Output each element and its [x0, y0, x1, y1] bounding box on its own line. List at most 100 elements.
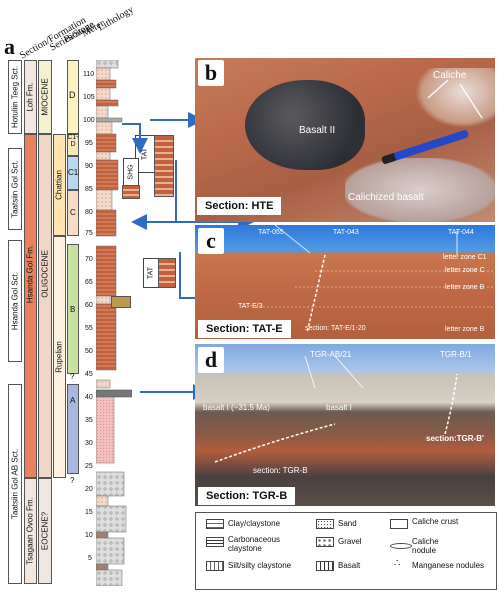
- meter-75: 75: [85, 230, 93, 237]
- biozone-qmark-1: ?: [70, 372, 75, 381]
- formation-tsagaan: [24, 478, 37, 584]
- panel-d-basalt1: basalt I: [326, 403, 352, 412]
- legend-swatch-basalt: [316, 561, 334, 571]
- meter-80: 80: [85, 209, 93, 216]
- legend-swatch-carbonaceous: [206, 537, 224, 547]
- panel-c-tat044: TAT-044: [448, 229, 474, 236]
- biozone-c1d: [67, 134, 79, 156]
- meter-45: 45: [85, 371, 93, 378]
- meter-60: 60: [85, 302, 93, 309]
- panel-c-zone-c: letter zone C: [445, 267, 485, 274]
- panel-d-section-b: section: TGR-B: [253, 466, 308, 475]
- biozone-label-c1: C1: [68, 168, 79, 177]
- panel-b-photo: [195, 58, 495, 222]
- meter-15: 15: [85, 509, 93, 516]
- meter-10: 10: [85, 532, 93, 539]
- panel-b-calichized-label: Calichized basalt: [348, 192, 424, 203]
- meter-20: 20: [85, 486, 93, 493]
- meter-105: 105: [83, 94, 95, 101]
- series-miocene: [38, 60, 52, 134]
- biozone-b: [67, 244, 79, 374]
- panel-c-letter: c: [198, 228, 224, 254]
- section-col-1: [8, 60, 22, 134]
- panel-d-photo: [195, 344, 495, 506]
- legend-swatch-manganese: ∴: [394, 558, 401, 569]
- panel-b-letter: b: [198, 60, 224, 86]
- legend-swatch-caliche-crust: [390, 519, 408, 529]
- panel-d-letter: d: [198, 347, 224, 373]
- calichized-basalt-area: [345, 158, 495, 222]
- biozone-label-d: D: [69, 90, 76, 100]
- panel-b-basalt-label: Basalt II: [299, 125, 336, 136]
- biozone-qmark-2: ?: [70, 476, 75, 485]
- panel-c-section-label: Section: TAT-E: [198, 320, 291, 338]
- biozone-c: [67, 190, 79, 236]
- meter-40: 40: [85, 394, 93, 401]
- stage-chattian: [53, 134, 66, 236]
- basalt-boulder: [245, 80, 365, 170]
- panel-d-tgr-b1: TGR-B/1: [440, 350, 472, 359]
- series-oligocene: [38, 134, 52, 478]
- tat-strip-2: [158, 258, 176, 288]
- formation-hsanda: [24, 134, 37, 478]
- legend-swatch-caliche-nodule: [390, 543, 412, 549]
- legend-swatch-gravel: [316, 537, 334, 547]
- panel-d-overlay: [214, 355, 458, 463]
- legend-caliche-crust: Caliche crust: [412, 517, 459, 526]
- meter-95: 95: [85, 140, 93, 147]
- section-col-3: [8, 240, 22, 362]
- legend-gravel: Gravel: [338, 537, 362, 546]
- legend-sand: Sand: [338, 519, 357, 528]
- legend-swatch-clay: [206, 519, 224, 529]
- panel-b-caliche-label: Caliche: [433, 70, 467, 81]
- lithology-column: [96, 60, 132, 586]
- panel-c-zone-b: letter zone B: [445, 284, 485, 291]
- panel-d-section-b-prime: section:TGR-B': [426, 434, 484, 443]
- panel-b-section-label: Section: HTE: [197, 197, 282, 215]
- section-col-2: [8, 148, 22, 230]
- meter-50: 50: [85, 348, 93, 355]
- tat-strip-1: [154, 135, 174, 197]
- biozone-c1: [67, 156, 79, 190]
- legend-caliche-nodule: Caliche nodule: [412, 537, 439, 555]
- biozone-label-c1d: C1-D: [67, 134, 79, 148]
- biozone-label-b: B: [70, 305, 76, 314]
- meter-85: 85: [85, 186, 93, 193]
- meter-65: 65: [85, 279, 93, 286]
- meter-55: 55: [85, 325, 93, 332]
- legend-silt: Silt/silty claystone: [228, 561, 292, 570]
- section-col-4: [8, 384, 22, 584]
- panel-d-tgr-ab21: TGR-AB/21: [310, 350, 352, 359]
- stage-rupelian: [53, 236, 66, 478]
- legend-box: Clay/claystone Carbonaceous claystone Si…: [195, 512, 497, 590]
- shg-strip: [122, 185, 140, 199]
- meter-25: 25: [85, 463, 93, 470]
- panel-c-tat-e3: TAT-E/3: [238, 303, 263, 310]
- formation-loh: [24, 60, 37, 134]
- meter-30: 30: [85, 440, 93, 447]
- panel-c-tat-e1-20: section: TAT-E/1-20: [305, 325, 366, 332]
- meter-5: 5: [88, 555, 92, 562]
- panel-c-zone-c1: letter zone C1: [443, 254, 487, 261]
- panel-c-tat043: TAT-043: [333, 229, 359, 236]
- olive-bed: [111, 296, 131, 308]
- panel-c-tat055: TAT-055: [258, 229, 284, 236]
- panel-c-zone-b2: letter zone B: [445, 326, 485, 333]
- biozone-label-a: A: [70, 396, 76, 405]
- biozone-a: [67, 384, 79, 474]
- meter-70: 70: [85, 256, 93, 263]
- biozone-label-c: C: [70, 208, 76, 217]
- legend-carbonaceous: Carbonaceous claystone: [228, 535, 281, 553]
- panel-a-letter: a: [4, 34, 15, 59]
- biozone-d: [67, 60, 79, 134]
- meter-110: 110: [83, 71, 95, 78]
- meter-90: 90: [85, 163, 93, 170]
- panel-c-zones: [255, 225, 495, 334]
- legend-manganese: Manganese nodules: [412, 561, 485, 570]
- panel-d-basalt1-age: basalt I (~31.5 Ma): [203, 403, 270, 412]
- legend-basalt: Basalt: [338, 561, 361, 570]
- panel-b-caliche-arrows: [427, 79, 483, 119]
- panel-d-section-label: Section: TGR-B: [198, 487, 296, 505]
- legend-swatch-silt: [206, 561, 224, 571]
